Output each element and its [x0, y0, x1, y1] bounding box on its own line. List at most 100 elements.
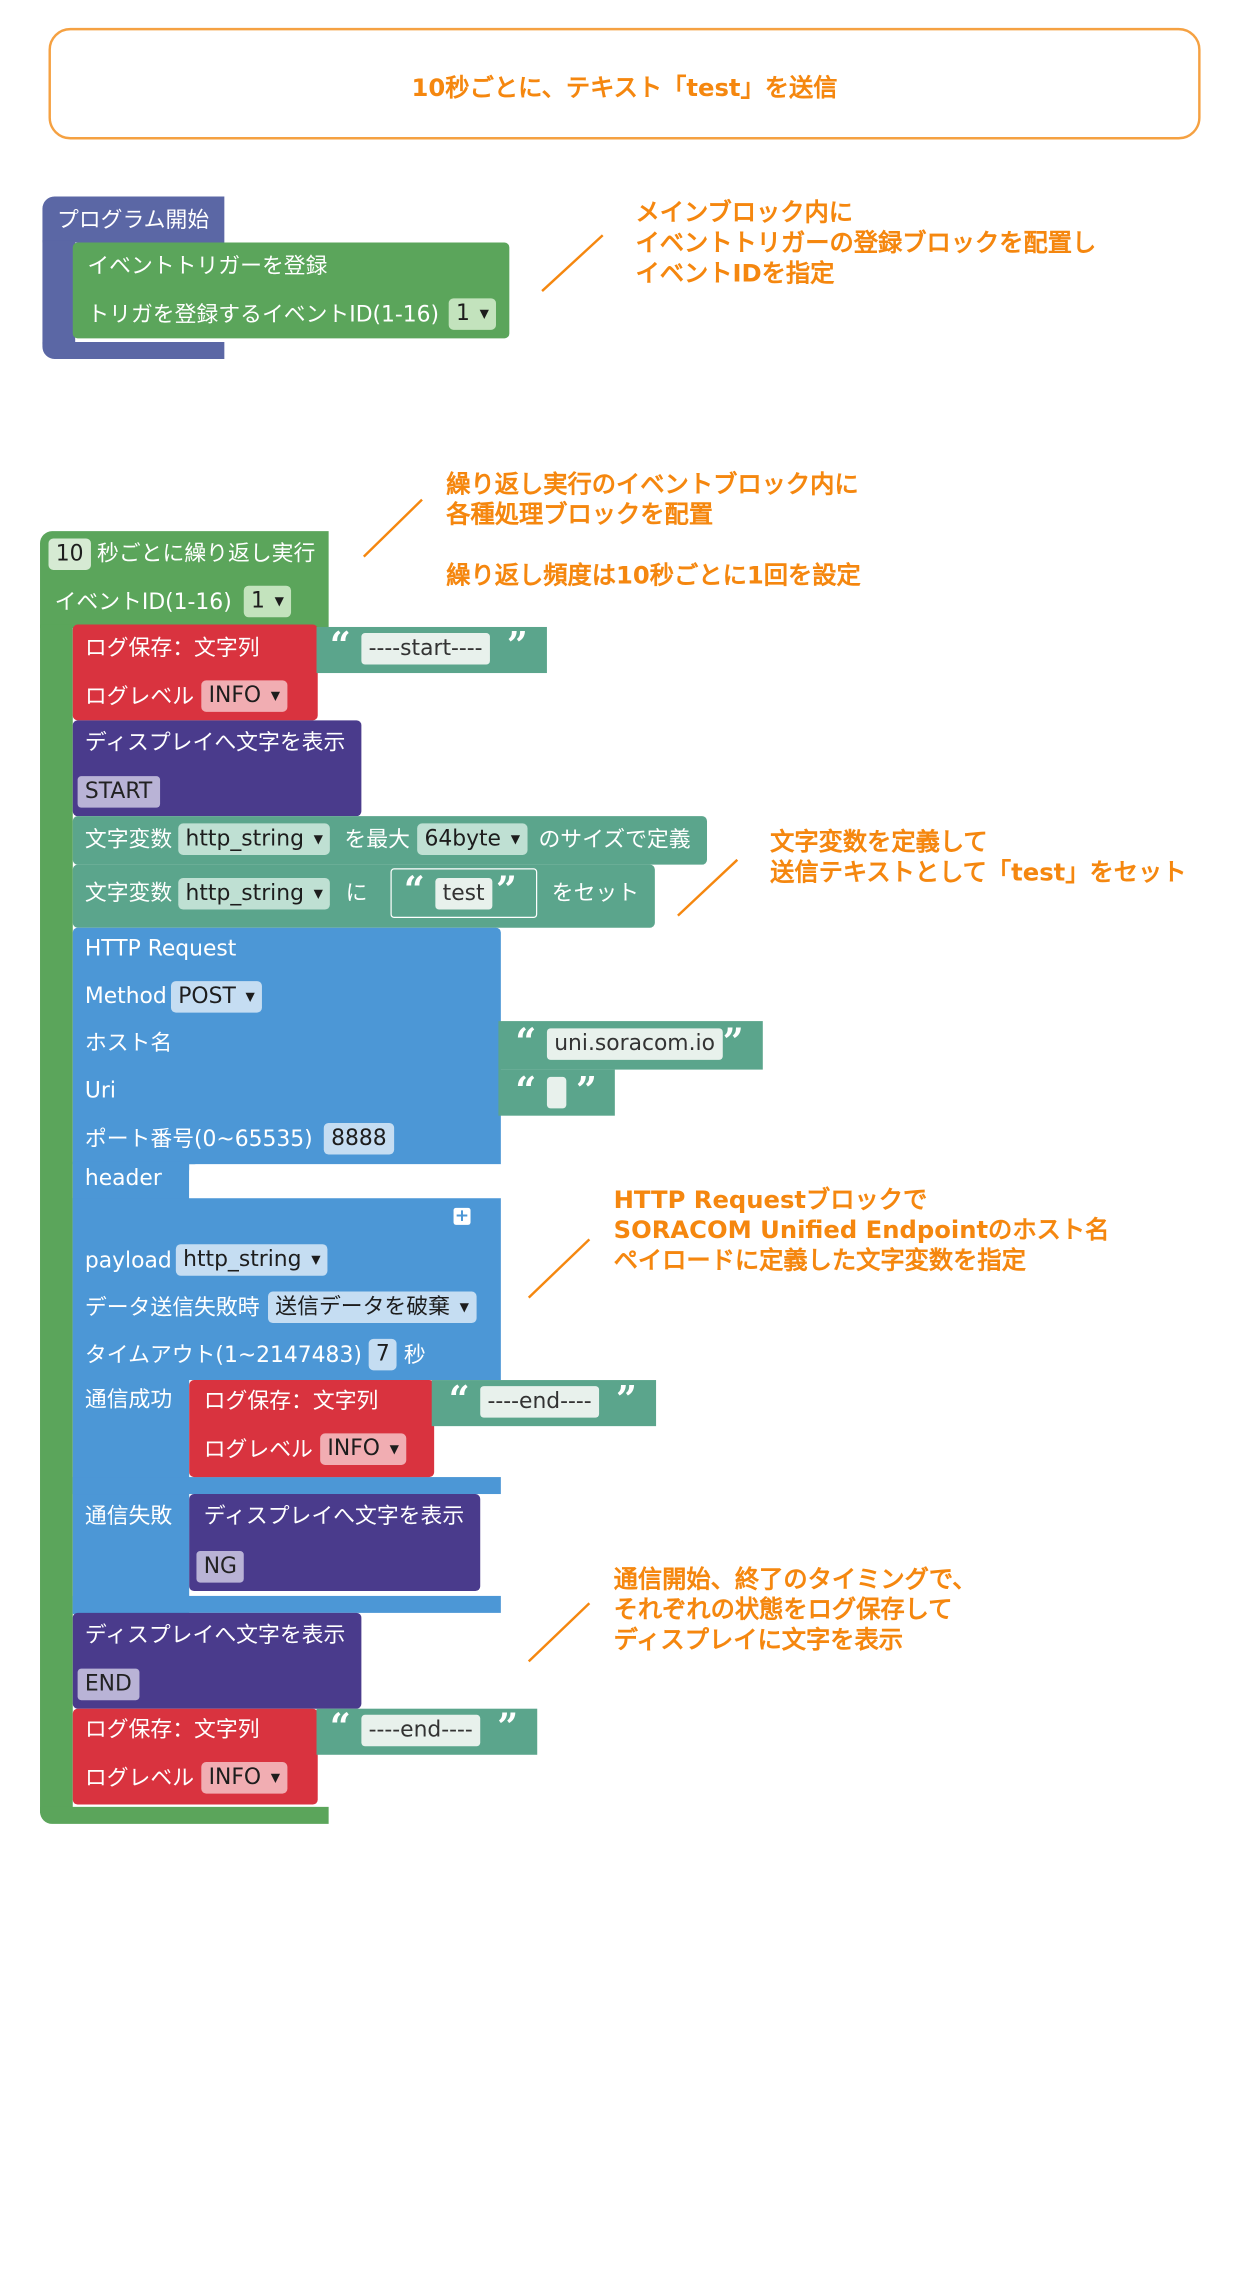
http-timeout-field[interactable]: 7 — [368, 1338, 398, 1371]
http-fail-data-dropdown[interactable]: 送信データを破棄▼ — [268, 1291, 477, 1324]
http-payload-dropdown[interactable]: http_string▼ — [175, 1244, 328, 1276]
program-start-bottom — [42, 341, 225, 359]
log-end-text[interactable]: ----end---- — [361, 1714, 481, 1747]
http-payload-label: payload — [84, 1247, 172, 1274]
close-quote-icon: ” — [497, 1706, 519, 1749]
open-quote-icon: “ — [448, 1378, 470, 1422]
annotation-4: HTTP Requestブロックで SORACOM Unified Endpoi… — [614, 1185, 1110, 1276]
display-ng-text[interactable]: NG — [196, 1551, 245, 1583]
var-set-var-dropdown[interactable]: http_string▼ — [178, 877, 331, 910]
log-end-label: ログ保存：文字列 — [84, 1717, 260, 1743]
var-define-suffix: のサイズで定義 — [538, 827, 691, 853]
chevron-down-icon: ▼ — [311, 1253, 321, 1268]
annotation-1: メインブロック内に イベントトリガーの登録ブロックを配置し イベントIDを指定 — [635, 198, 1096, 289]
log-end-inner-text[interactable]: ----end---- — [480, 1386, 599, 1418]
annotation-line: ペイロードに定義した文字変数を指定 — [613, 1245, 1026, 1275]
page-title: 10秒ごとに、テキスト「test」を送信 — [411, 72, 838, 102]
trigger-id-dropdown[interactable]: 1▼ — [448, 298, 497, 330]
annotation-line: メインブロック内に — [635, 197, 854, 227]
annotation-line: 各種処理ブロックを配置 — [446, 499, 714, 529]
open-quote-icon: “ — [515, 1021, 537, 1064]
chevron-down-icon: ▼ — [270, 1771, 281, 1786]
log-start-level-dropdown[interactable]: INFO▼ — [201, 680, 288, 712]
interval-label: 秒ごとに繰り返し実行 — [97, 540, 316, 567]
http-host-label: ホスト名 — [84, 1030, 173, 1057]
annotation-line: ディスプレイに文字を表示 — [613, 1625, 903, 1655]
leader-line-1 — [541, 234, 604, 292]
chevron-down-icon: ▼ — [459, 1301, 469, 1315]
open-quote-icon: “ — [329, 1706, 351, 1749]
trigger-id-label: トリガを登録するイベントID(1-16) — [87, 301, 440, 328]
http-title: HTTP Request — [84, 936, 237, 962]
http-request-bottom — [72, 1595, 501, 1613]
annotation-5: 通信開始、終了のタイミングで、 それぞれの状態をログ保存して ディスプレイに文字… — [614, 1564, 977, 1655]
repeat-block-bottom — [40, 1806, 329, 1824]
leader-line-2 — [362, 498, 423, 558]
plus-icon[interactable]: + — [453, 1206, 471, 1227]
http-request-sep1 — [72, 1477, 501, 1495]
var-define-prefix: 文字変数 — [84, 827, 173, 853]
http-header-label: header — [84, 1165, 162, 1191]
http-port-label: ポート番号(0~65535) — [84, 1126, 313, 1153]
http-host-value[interactable]: uni.soracom.io — [546, 1028, 723, 1060]
annotation-line: 繰り返し実行のイベントブロック内に — [446, 469, 859, 499]
http-uri-label: Uri — [84, 1078, 116, 1104]
var-set-suffix: をセット — [551, 880, 640, 906]
display-end-label: ディスプレイへ文字を表示 — [84, 1622, 346, 1649]
log-start-label: ログ保存：文字列 — [84, 635, 260, 661]
repeat-block-left-arm — [40, 624, 73, 1813]
chevron-down-icon: ▼ — [389, 1443, 399, 1457]
annotation-line: それぞれの状態をログ保存して — [613, 1594, 953, 1624]
leader-line-3 — [677, 858, 739, 917]
display-start-text[interactable]: START — [77, 776, 160, 808]
var-set-value[interactable]: test — [435, 877, 492, 910]
event-id-label: イベントID(1-16) — [54, 589, 232, 615]
annotation-line: 通信開始、終了のタイミングで、 — [613, 1564, 977, 1594]
http-request-block[interactable] — [72, 927, 501, 1165]
event-trigger-label: イベントトリガーを登録 — [87, 253, 328, 279]
log-end-level-dropdown[interactable]: INFO▼ — [201, 1762, 288, 1794]
http-request-mid — [72, 1198, 501, 1381]
header-slot[interactable] — [189, 1164, 501, 1199]
close-quote-icon: ” — [722, 1021, 744, 1064]
chevron-down-icon: ▼ — [270, 690, 281, 704]
event-trigger-block[interactable] — [72, 242, 510, 339]
var-set-value-block[interactable] — [390, 868, 538, 919]
annotation-line: イベントトリガーの登録ブロックを配置し — [635, 227, 1097, 258]
title-box — [48, 27, 1201, 140]
log-start-text[interactable]: ----start---- — [361, 633, 490, 665]
annotation-line: 繰り返し頻度は10秒ごとに1回を設定 — [446, 560, 861, 590]
http-success-label: 通信成功 — [84, 1387, 173, 1413]
http-timeout-label: タイムアウト(1~2147483) — [84, 1342, 362, 1368]
close-quote-icon: ” — [576, 1069, 597, 1113]
display-end-text[interactable]: END — [77, 1668, 140, 1701]
display-start-label: ディスプレイへ文字を表示 — [84, 730, 346, 756]
program-start-block[interactable] — [42, 196, 225, 243]
log-end-inner-level-label: ログレベル — [203, 1437, 313, 1463]
http-method-label: Method — [84, 983, 167, 1009]
chevron-down-icon: ▼ — [274, 595, 284, 609]
http-port-field[interactable]: 8888 — [323, 1122, 394, 1155]
log-end-level-label: ログレベル — [84, 1765, 195, 1792]
annotation-2: 繰り返し実行のイベントブロック内に 各種処理ブロックを配置 繰り返し頻度は10秒… — [446, 469, 860, 590]
annotation-3: 文字変数を定義して 送信テキストとして「test」をセット — [770, 827, 1186, 888]
annotation-line: 送信テキストとして「test」をセット — [770, 857, 1187, 887]
var-define-var-dropdown[interactable]: http_string▼ — [178, 823, 331, 855]
program-start-label: プログラム開始 — [56, 207, 210, 233]
var-set-block[interactable] — [72, 864, 655, 928]
annotation-line — [446, 530, 860, 560]
log-end-inner-level-dropdown[interactable]: INFO▼ — [320, 1433, 407, 1465]
leader-line-5 — [527, 1602, 591, 1663]
var-define-size-dropdown[interactable]: 64byte▼ — [417, 823, 528, 855]
log-end-inner-label: ログ保存：文字列 — [203, 1388, 379, 1415]
var-set-middle: に — [345, 880, 368, 906]
http-method-dropdown[interactable]: POST▼ — [170, 981, 263, 1013]
interval-field[interactable]: 10 — [48, 538, 91, 570]
chevron-down-icon: ▼ — [313, 887, 323, 902]
close-quote-icon: ” — [495, 869, 517, 912]
event-id-dropdown[interactable]: 1▼ — [243, 585, 292, 618]
http-uri-value[interactable] — [546, 1076, 567, 1109]
annotation-line: イベントIDを指定 — [635, 258, 835, 288]
